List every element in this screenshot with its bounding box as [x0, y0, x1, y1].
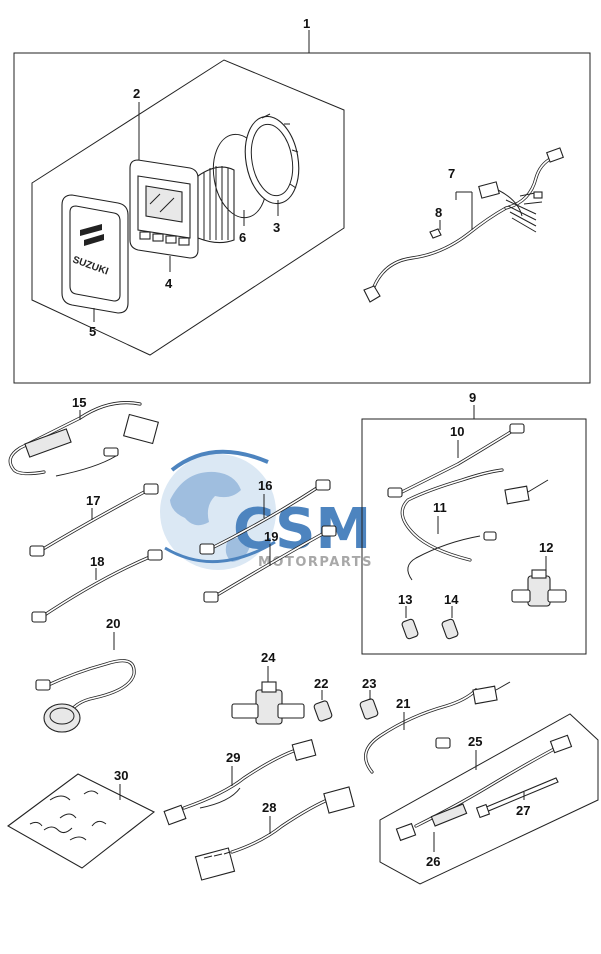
drop-cable-18	[31, 549, 163, 623]
callout-12: 12	[539, 540, 553, 555]
drop-cable-17	[29, 483, 159, 557]
globe-icon	[160, 449, 276, 570]
cable-tie-27	[475, 777, 559, 819]
callout-15: 15	[72, 395, 86, 410]
terminator-22	[313, 700, 333, 722]
tee-connector-24	[231, 681, 305, 725]
callout-24: 24	[261, 650, 276, 665]
callout-8: 8	[435, 205, 442, 220]
power-cable-21	[364, 681, 511, 774]
suzuki-logo-icon	[80, 224, 104, 246]
callout-10: 10	[450, 424, 464, 439]
kit-outline	[13, 52, 591, 384]
callout-2: 2	[133, 86, 140, 101]
meter-kit-box: 1 SUZUKI 5 4 2	[13, 16, 591, 384]
callout-5: 5	[89, 324, 96, 339]
callout-30: 30	[114, 768, 128, 783]
callout-14: 14	[444, 592, 459, 607]
callout-7: 7	[448, 166, 455, 181]
harness-26	[395, 734, 573, 842]
gauge-sub-outline	[31, 59, 345, 356]
terminator-14	[441, 618, 459, 640]
parts-bag-30	[6, 773, 156, 869]
gauge-cover-plate: SUZUKI	[61, 194, 129, 314]
callout-28: 28	[262, 800, 276, 815]
tee-connector-12	[511, 569, 567, 607]
adapter-cable-15	[8, 401, 160, 477]
callout-1: 1	[303, 16, 310, 31]
callout-21: 21	[396, 696, 410, 711]
mounting-nut	[244, 113, 300, 205]
callout-4: 4	[165, 276, 173, 291]
wiring-harness	[363, 147, 564, 303]
callout-3: 3	[273, 220, 280, 235]
watermark: CSM MOTORPARTS	[160, 449, 373, 570]
callout-22: 22	[314, 676, 328, 691]
callout-20: 20	[106, 616, 120, 631]
callout-9: 9	[469, 390, 476, 405]
callout-18: 18	[90, 554, 104, 569]
callout-13: 13	[398, 592, 412, 607]
terminator-23	[359, 698, 379, 720]
nmea-kit-box: 9 10 11 12 13 14	[361, 390, 587, 655]
terminator-13	[401, 618, 419, 640]
backbone-cable-16	[199, 479, 331, 555]
callout-19: 19	[264, 529, 278, 544]
callout-29: 29	[226, 750, 240, 765]
callout-25: 25	[468, 734, 482, 749]
watermark-brand: CSM	[233, 497, 371, 562]
sensor-cable-20	[35, 659, 136, 733]
callout-27: 27	[516, 803, 530, 818]
callout-11: 11	[433, 500, 447, 515]
watermark-tagline: MOTORPARTS	[258, 555, 373, 570]
callout-17: 17	[86, 493, 100, 508]
harness-kit-box-25	[379, 713, 599, 885]
adapter-harness-29	[163, 739, 317, 826]
adapter-harness-28	[194, 786, 355, 881]
callout-6: 6	[239, 230, 246, 245]
callout-23: 23	[362, 676, 376, 691]
callout-26: 26	[426, 854, 440, 869]
callout-16: 16	[258, 478, 272, 493]
multi-function-gauge	[129, 159, 235, 259]
